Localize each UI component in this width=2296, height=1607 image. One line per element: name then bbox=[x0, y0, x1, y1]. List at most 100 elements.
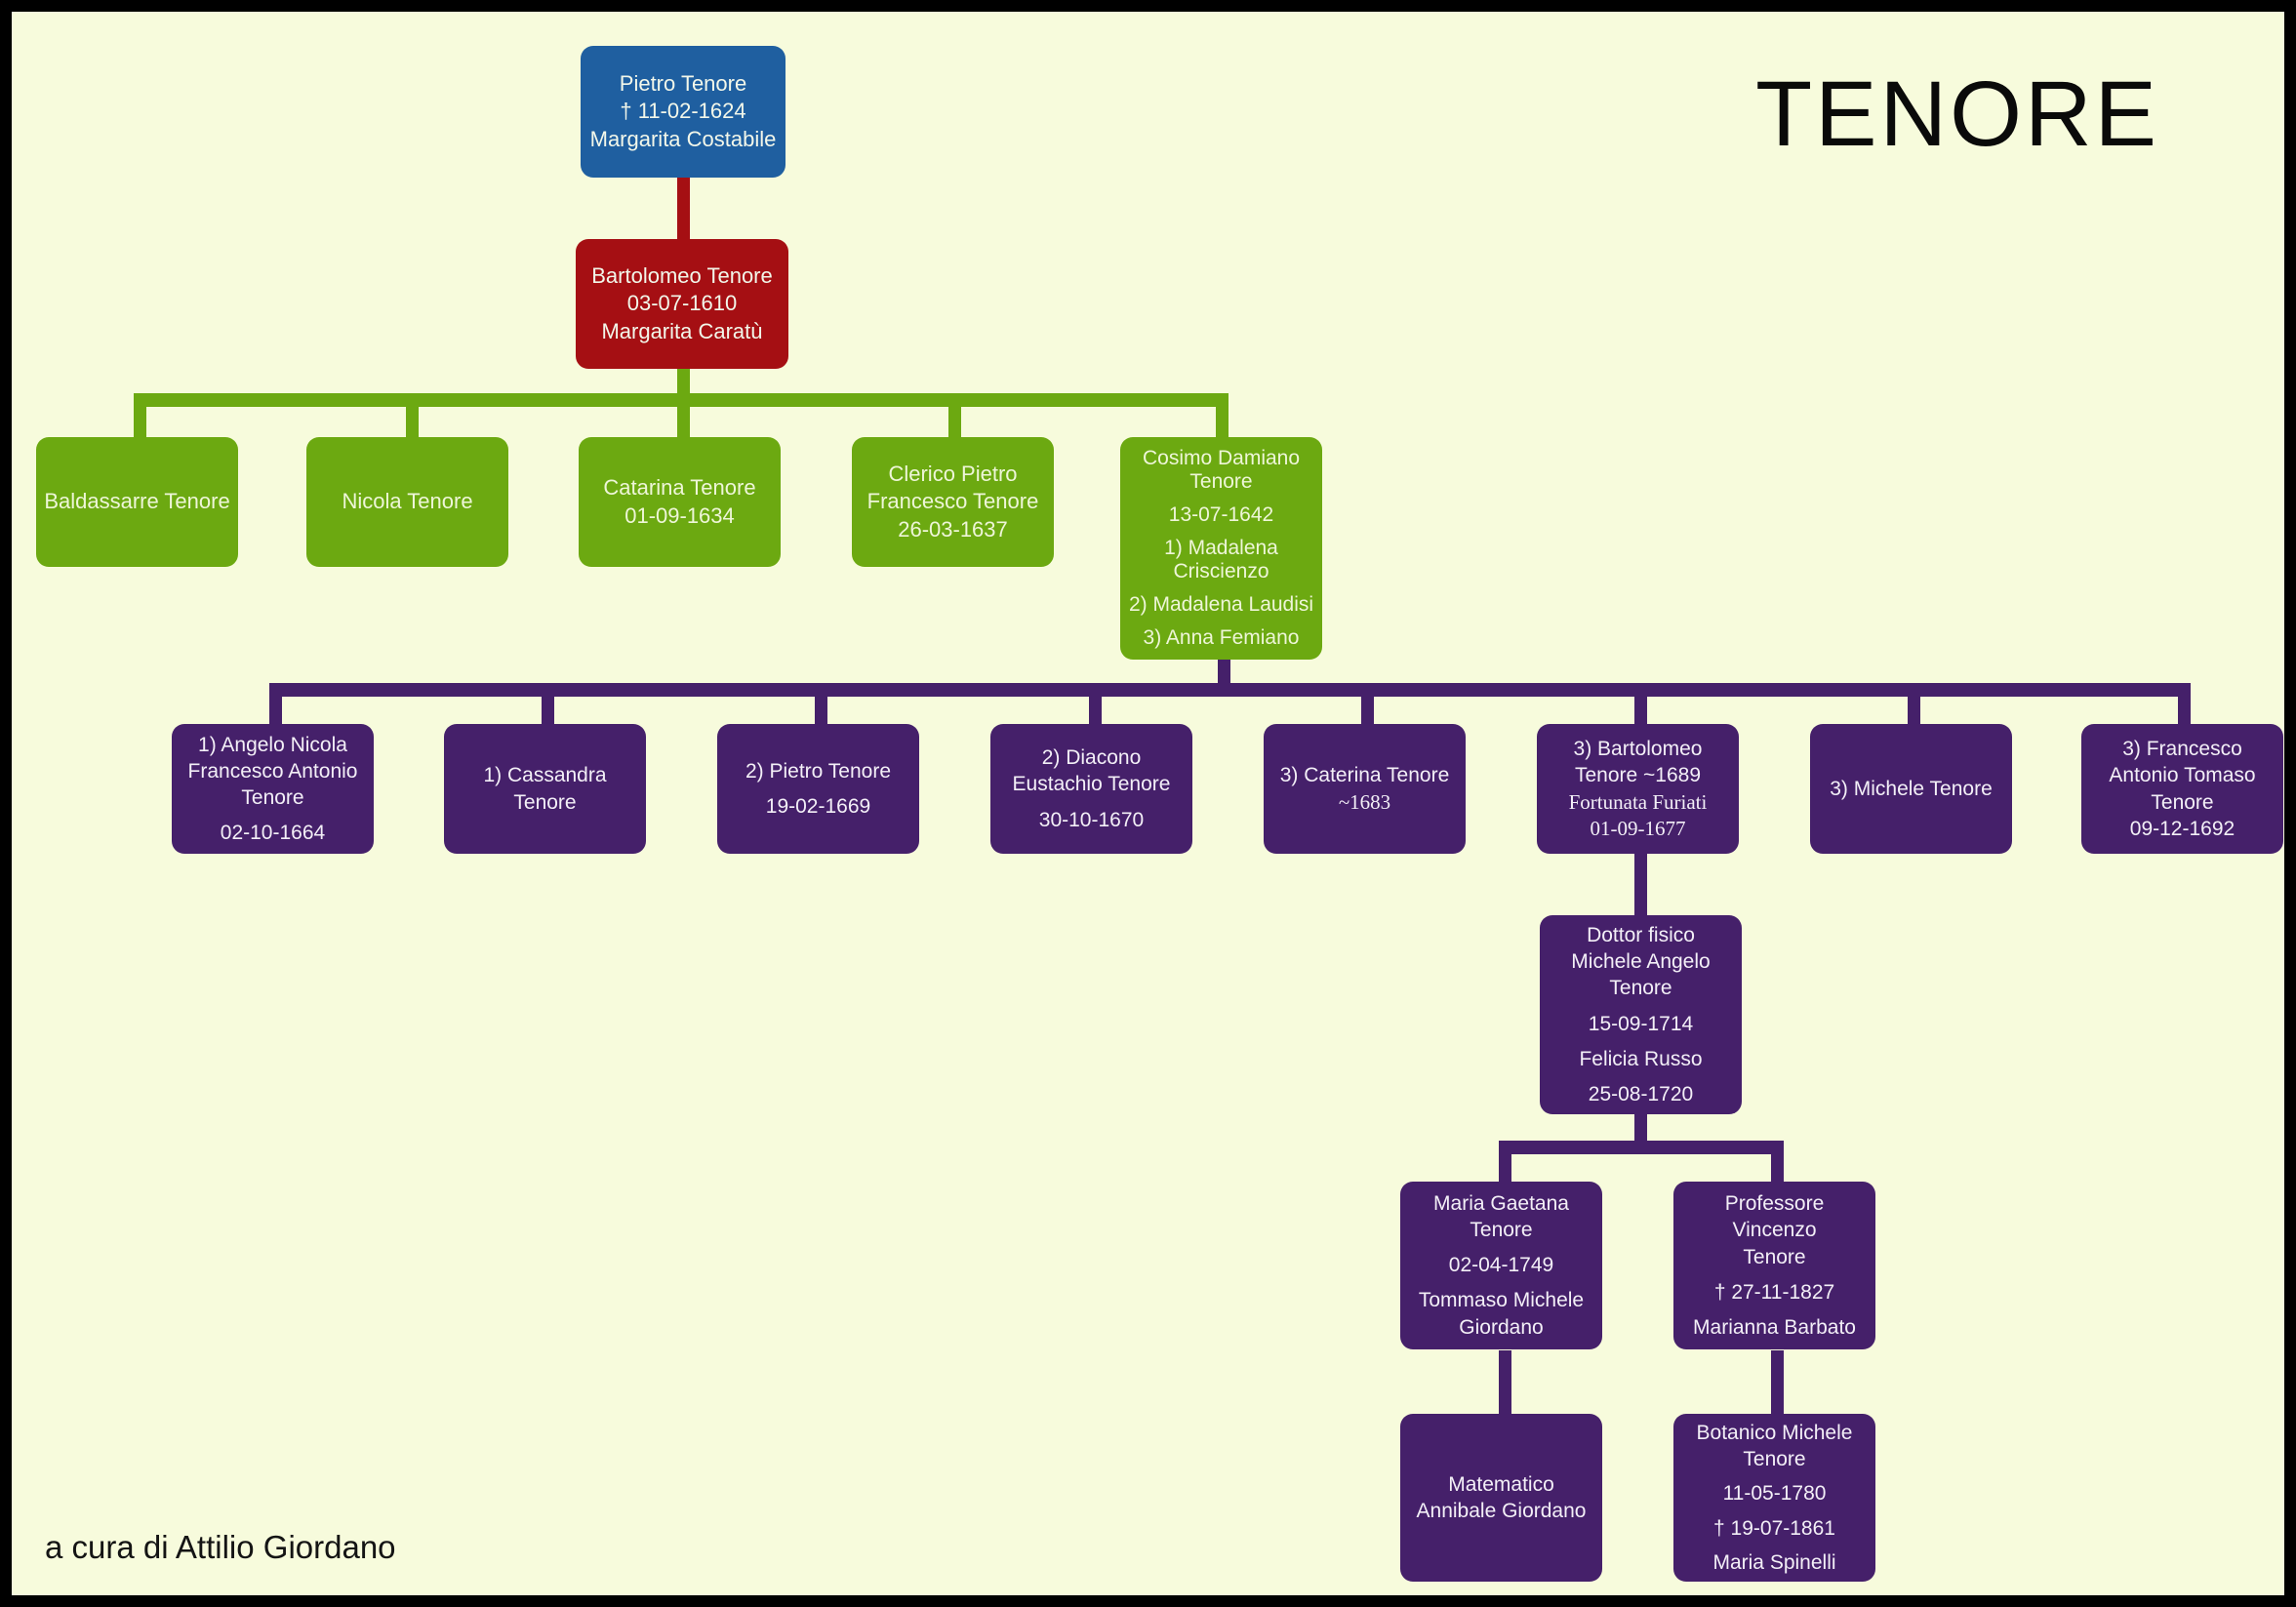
node-line: 1) Cassandra Tenore bbox=[483, 764, 607, 814]
connector-bartolomeo-stem bbox=[677, 367, 690, 396]
connector-vincenzo-botanico bbox=[1771, 1350, 1784, 1414]
node-line: Margarita Caratù bbox=[601, 318, 763, 343]
connector-dottor-stem bbox=[1634, 1112, 1647, 1144]
connector-green-drop-4 bbox=[948, 393, 961, 441]
node-line: Giordano bbox=[1459, 1315, 1544, 1339]
connector-green-drop-3 bbox=[677, 393, 690, 441]
page-title: TENORE bbox=[1755, 62, 2159, 166]
node-line: 2) Pietro Tenore bbox=[745, 759, 892, 783]
node-line: Tenore ~1689 bbox=[1574, 764, 1702, 787]
node-line: † 27-11-1827 bbox=[1713, 1280, 1835, 1304]
node-diacono-eustachio-tenore[interactable]: 2) Diacono Eustachio Tenore 30-10-1670 bbox=[990, 724, 1192, 854]
connector-green-drop-1 bbox=[134, 393, 146, 441]
node-line: Tenore bbox=[1743, 1448, 1806, 1471]
node-line: Tenore bbox=[1609, 977, 1672, 1000]
connector-purple-drop-2 bbox=[542, 683, 554, 727]
node-line: Antonio Tomaso bbox=[2109, 764, 2256, 787]
node-line: Michele Angelo bbox=[1571, 950, 1711, 974]
connector-dottor-drop-left bbox=[1499, 1141, 1511, 1185]
node-line: ~1683 bbox=[1338, 789, 1391, 814]
node-line: Tenore bbox=[2151, 790, 2214, 814]
connector-purple-bus bbox=[269, 683, 2191, 697]
node-line: 26-03-1637 bbox=[898, 516, 1008, 542]
node-clerico-pietro-francesco-tenore[interactable]: Clerico Pietro Francesco Tenore 26-03-16… bbox=[852, 437, 1054, 567]
node-angelo-nicola-francesco-antonio-tenore[interactable]: 1) Angelo Nicola Francesco Antonio Tenor… bbox=[172, 724, 374, 854]
node-line: Dottor fisico bbox=[1587, 923, 1695, 946]
node-line: Tenore bbox=[1743, 1245, 1806, 1268]
node-baldassarre-tenore[interactable]: Baldassarre Tenore bbox=[36, 437, 238, 567]
node-line: Botanico Michele bbox=[1696, 1422, 1853, 1444]
node-line: 19-02-1669 bbox=[765, 794, 871, 818]
node-line: 25-08-1720 bbox=[1588, 1082, 1694, 1105]
node-line: Annibale Giordano bbox=[1416, 1500, 1587, 1522]
node-botanico-michele-tenore[interactable]: Botanico Michele Tenore 11-05-1780 † 19-… bbox=[1673, 1414, 1875, 1582]
node-line: Clerico Pietro bbox=[888, 461, 1018, 486]
node-line: 01-09-1634 bbox=[624, 502, 735, 528]
node-line: Margarita Costabile bbox=[589, 126, 777, 151]
node-line: 13-07-1642 bbox=[1168, 503, 1274, 527]
node-cassandra-tenore[interactable]: 1) Cassandra Tenore bbox=[444, 724, 646, 854]
node-line: Maria Gaetana bbox=[1433, 1191, 1569, 1215]
node-bartolomeo-tenore-3[interactable]: 3) Bartolomeo Tenore ~1689 Fortunata Fur… bbox=[1537, 724, 1739, 854]
node-maria-gaetana-tenore[interactable]: Maria Gaetana Tenore 02-04-1749 Tommaso … bbox=[1400, 1182, 1602, 1349]
connector-purple-drop-3 bbox=[815, 683, 827, 727]
node-line: 3) Caterina Tenore bbox=[1279, 764, 1450, 787]
node-line: † 19-07-1861 bbox=[1713, 1516, 1835, 1540]
credit-text: a cura di Attilio Giordano bbox=[45, 1529, 396, 1565]
connector-bartolomeo3-dottor bbox=[1634, 853, 1647, 918]
node-matematico-annibale-giordano[interactable]: Matematico Annibale Giordano bbox=[1400, 1414, 1602, 1582]
connector-purple-drop-7 bbox=[1908, 683, 1920, 727]
node-line: Tenore bbox=[1189, 470, 1253, 494]
node-line: Bartolomeo Tenore bbox=[591, 262, 773, 288]
node-line: Francesco Tenore bbox=[866, 489, 1039, 514]
node-francesco-antonio-tomaso-tenore-3[interactable]: 3) Francesco Antonio Tomaso Tenore 09-12… bbox=[2081, 724, 2283, 854]
node-line: Tenore bbox=[1470, 1219, 1533, 1242]
node-line: Francesco Antonio bbox=[187, 759, 358, 783]
node-line: 1) Angelo Nicola bbox=[198, 733, 347, 756]
node-line: 30-10-1670 bbox=[1038, 808, 1145, 831]
node-dottor-fisico-michele-angelo-tenore[interactable]: Dottor fisico Michele Angelo Tenore 15-0… bbox=[1540, 915, 1742, 1114]
node-caterina-tenore-3[interactable]: 3) Caterina Tenore ~1683 bbox=[1264, 724, 1466, 854]
node-bartolomeo-tenore[interactable]: Bartolomeo Tenore 03-07-1610 Margarita C… bbox=[576, 239, 788, 369]
node-michele-tenore-3[interactable]: 3) Michele Tenore bbox=[1810, 724, 2012, 854]
node-line: Pietro Tenore bbox=[619, 70, 747, 96]
node-line: Baldassarre Tenore bbox=[44, 489, 230, 514]
node-line: 03-07-1610 bbox=[626, 291, 738, 316]
node-line: † 11-02-1624 bbox=[620, 99, 746, 124]
node-line: Professore Vincenzo bbox=[1724, 1191, 1825, 1242]
node-line: 02-10-1664 bbox=[220, 822, 326, 845]
connector-dottor-drop-right bbox=[1771, 1141, 1784, 1185]
node-catarina-tenore[interactable]: Catarina Tenore 01-09-1634 bbox=[579, 437, 781, 567]
node-nicola-tenore[interactable]: Nicola Tenore bbox=[306, 437, 508, 567]
connector-pietro-bartolomeo bbox=[677, 176, 690, 242]
node-line: Matematico bbox=[1448, 1472, 1554, 1496]
connector-green-drop-5 bbox=[1216, 393, 1229, 441]
connector-purple-drop-8 bbox=[2178, 683, 2191, 727]
node-line: 1) Madalena bbox=[1164, 536, 1278, 559]
node-line: 2) Diacono bbox=[1041, 746, 1142, 770]
node-line: 11-05-1780 bbox=[1722, 1482, 1827, 1506]
node-pietro-tenore-2[interactable]: 2) Pietro Tenore 19-02-1669 bbox=[717, 724, 919, 854]
node-line: Eustachio Tenore bbox=[1012, 773, 1171, 796]
connector-purple-drop-6 bbox=[1634, 683, 1647, 727]
node-line: 3) Anna Femiano bbox=[1143, 625, 1300, 649]
node-line: Tommaso Michele bbox=[1418, 1289, 1585, 1312]
node-professore-vincenzo-tenore[interactable]: Professore Vincenzo Tenore † 27-11-1827 … bbox=[1673, 1182, 1875, 1349]
connector-purple-drop-1 bbox=[269, 683, 282, 727]
connector-cosimo-stem bbox=[1218, 657, 1230, 689]
node-line: Catarina Tenore bbox=[603, 474, 756, 500]
node-line: Criscienzo bbox=[1173, 560, 1269, 583]
node-line: Tenore bbox=[241, 786, 304, 810]
node-pietro-tenore[interactable]: Pietro Tenore † 11-02-1624 Margarita Cos… bbox=[581, 46, 785, 178]
node-line: 3) Michele Tenore bbox=[1830, 777, 1993, 800]
connector-dottor-bus bbox=[1499, 1141, 1784, 1154]
node-line: Nicola Tenore bbox=[342, 489, 473, 514]
connector-mariagaetana-matematico bbox=[1499, 1350, 1511, 1414]
node-line: 15-09-1714 bbox=[1588, 1012, 1694, 1035]
node-line: 3) Francesco bbox=[2122, 737, 2242, 760]
connector-purple-drop-4 bbox=[1089, 683, 1102, 727]
node-line: Cosimo Damiano bbox=[1142, 446, 1301, 469]
connector-purple-drop-5 bbox=[1361, 683, 1374, 727]
node-line: 01-09-1677 bbox=[1590, 816, 1686, 840]
node-cosimo-damiano-tenore[interactable]: Cosimo Damiano Tenore 13-07-1642 1) Mada… bbox=[1120, 437, 1322, 660]
